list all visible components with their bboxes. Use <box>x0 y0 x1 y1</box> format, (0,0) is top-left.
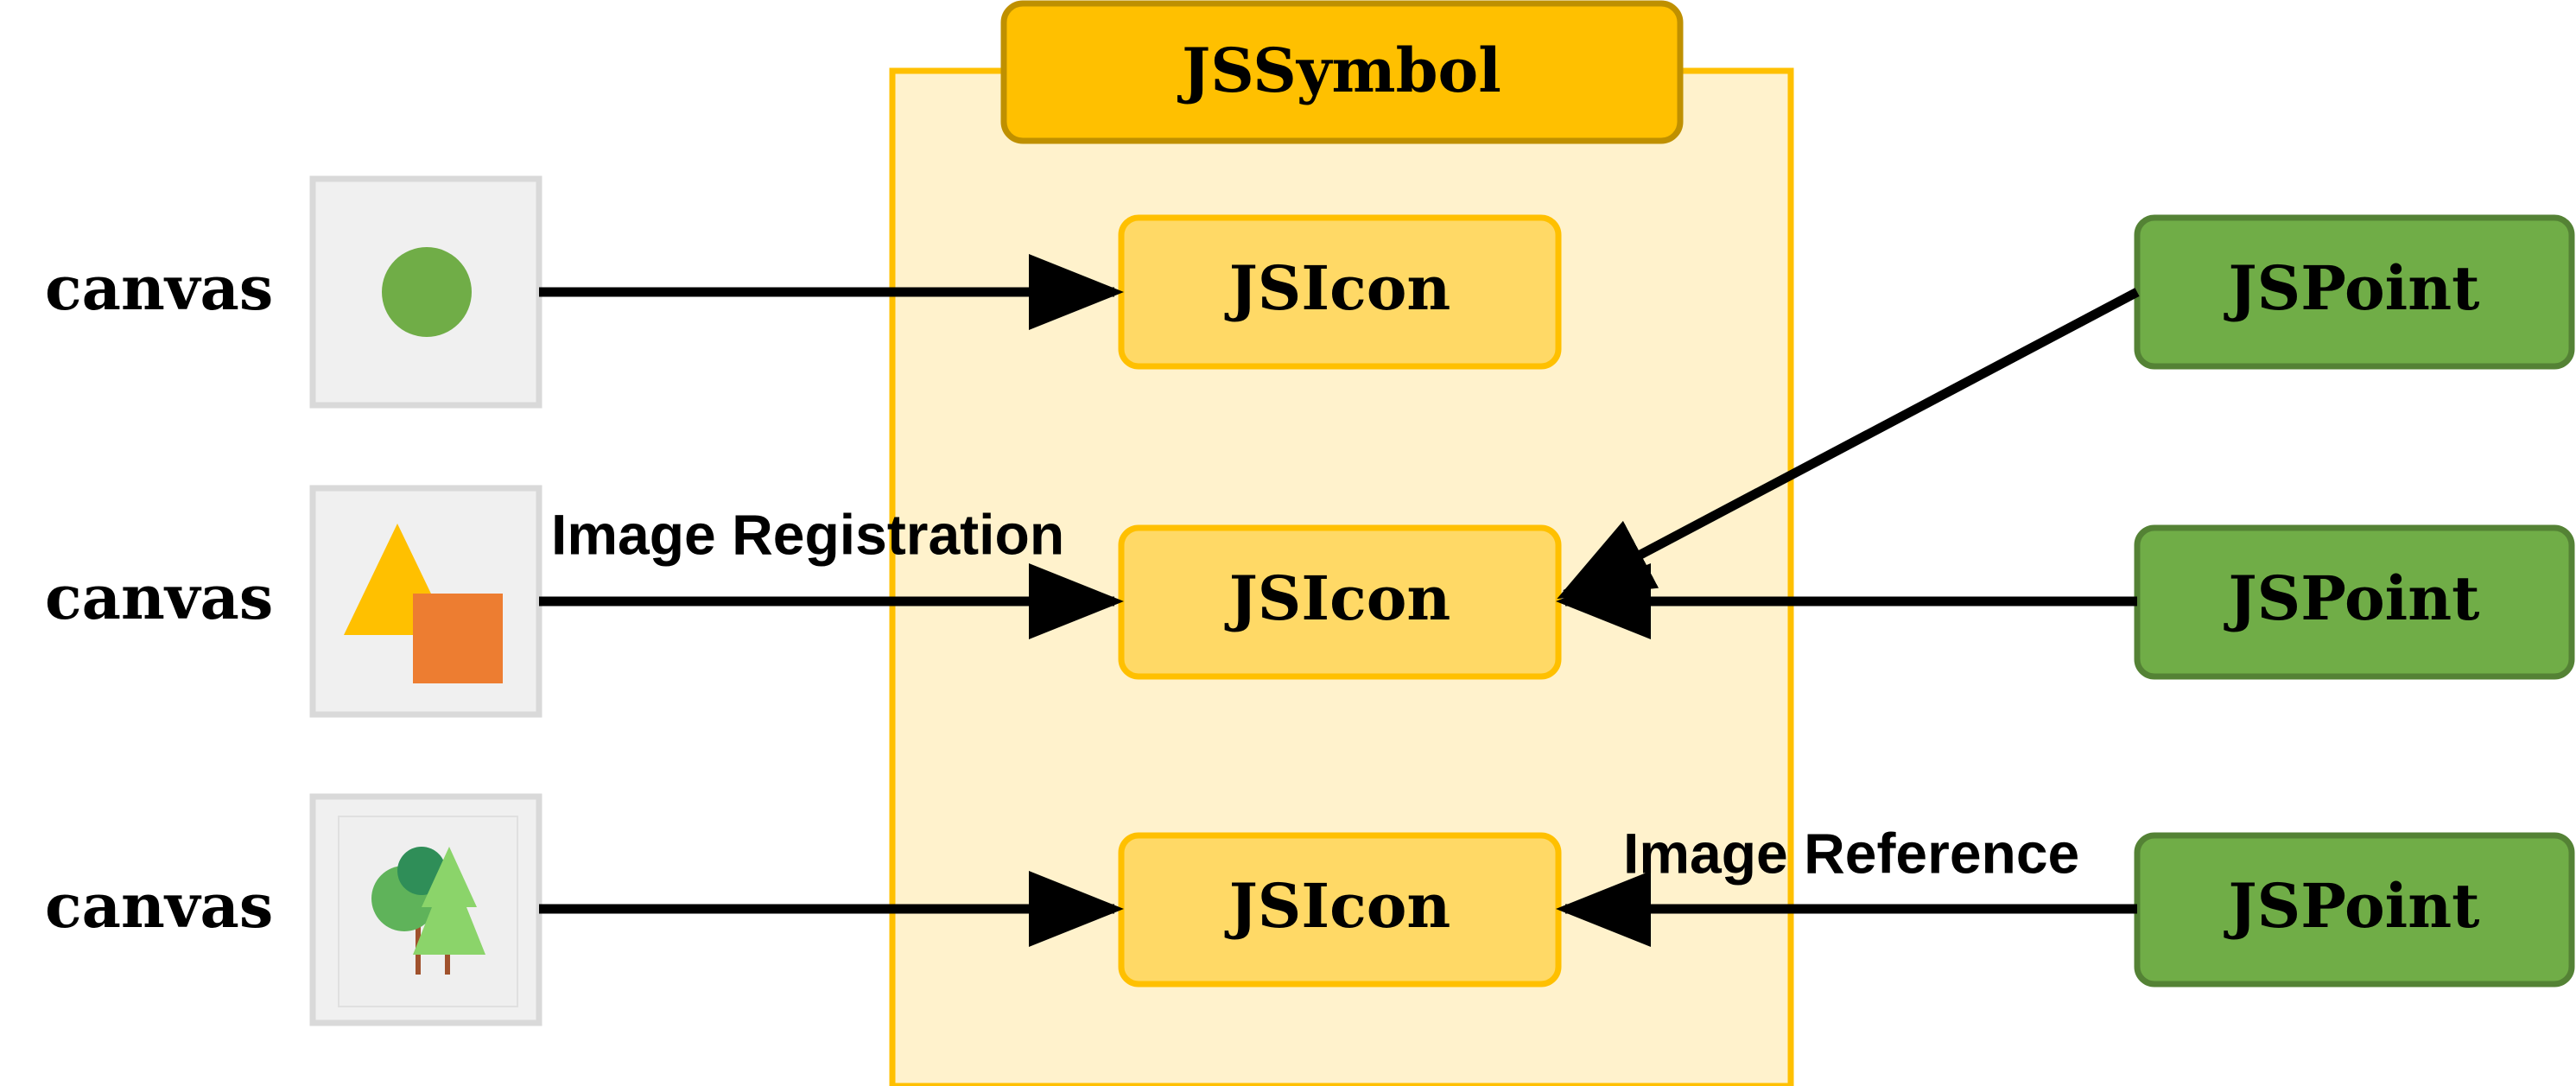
jspoint-label-3: JSPoint <box>2224 870 2480 942</box>
jspoint-label-1: JSPoint <box>2224 252 2480 324</box>
green-circle-icon <box>382 247 472 337</box>
jsicon-label-2: JSIcon <box>1224 562 1451 634</box>
trees-icon <box>371 847 485 975</box>
canvas-label-2: canvas <box>45 562 273 633</box>
jspoint-box-3: JSPoint <box>2134 832 2575 988</box>
jsicon-label-1: JSIcon <box>1224 252 1451 324</box>
canvas-box-2 <box>309 485 542 718</box>
jsicon-box-3: JSIcon <box>1118 832 1562 988</box>
jssymbol-title-box: JSSymbol <box>1000 0 1684 144</box>
canvas-label-1: canvas <box>45 252 273 324</box>
jspoint-box-1: JSPoint <box>2134 214 2575 370</box>
jsicon-box-1: JSIcon <box>1118 214 1562 370</box>
jspoint-label-2: JSPoint <box>2224 562 2480 634</box>
image-reference-label: Image Reference <box>1623 821 2079 885</box>
canvas-box-1 <box>309 175 542 409</box>
jssymbol-title: JSSymbol <box>1177 35 1501 106</box>
jsicon-box-2: JSIcon <box>1118 524 1562 680</box>
jspoint-box-2: JSPoint <box>2134 524 2575 680</box>
canvas-label-3: canvas <box>45 870 273 942</box>
triangle-square-icon <box>344 524 503 683</box>
canvas-box-3 <box>309 793 542 1026</box>
arrow-jspoint1-to-jsicon2 <box>1557 288 2140 600</box>
image-registration-label: Image Registration <box>551 502 1064 566</box>
jsicon-label-3: JSIcon <box>1224 870 1451 942</box>
